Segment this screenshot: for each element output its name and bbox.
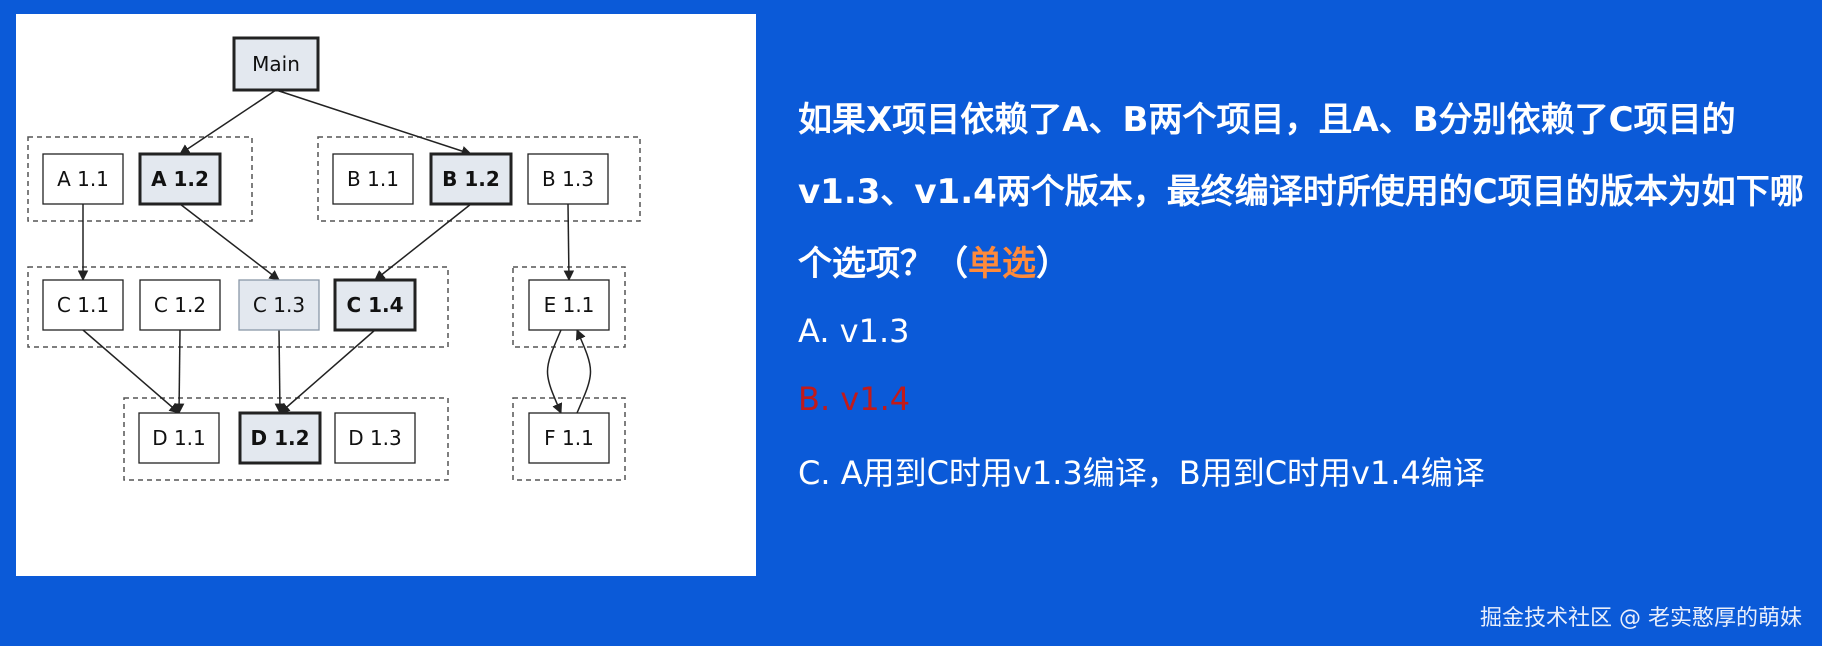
edge-main-a12 [179, 89, 277, 155]
node-c11-label: C 1.1 [57, 293, 109, 317]
node-a11-label: A 1.1 [57, 167, 109, 191]
node-c14-box [333, 278, 417, 332]
node-c13-label: C 1.3 [253, 293, 305, 317]
group-c-box [27, 266, 449, 348]
node-a11-box [42, 153, 124, 205]
node-b12-box [429, 152, 513, 206]
node-main-box [232, 36, 320, 92]
watermark: 掘金技术社区 @ 老实憨厚的萌妹 [1480, 606, 1802, 631]
edge-c12-d11 [173, 329, 185, 415]
node-d12-label: D 1.2 [251, 426, 310, 450]
node-c12-label: C 1.2 [154, 293, 206, 317]
group-f-box [512, 397, 626, 481]
group-a-box [27, 136, 253, 222]
question-text: 如果X项目依赖了A、B两个项目，且A、B分别依赖了C项目的v1.3、v1.4两个… [798, 84, 1808, 300]
node-d12-box [238, 411, 322, 465]
option-a[interactable]: A. v1.3 [798, 312, 910, 350]
option-c[interactable]: C. A用到C时用v1.3编译，B用到C时用v1.4编译 [798, 454, 1485, 492]
node-f11-box [528, 412, 610, 464]
edge-e11-f11 [546, 329, 563, 414]
node-c14-label: C 1.4 [346, 293, 403, 317]
question-type-label: 单选 [968, 244, 1036, 284]
node-d13-label: D 1.3 [348, 426, 402, 450]
node-c12-box [139, 279, 221, 331]
edge-f11-e11 [575, 329, 592, 414]
dependency-diagram: Main A 1.1 A 1.2 B 1.1 B 1.2 B 1.3 C 1.1 C 1.2 C… [16, 14, 756, 576]
node-d11-box [138, 412, 220, 464]
node-f11-label: F 1.1 [544, 426, 594, 450]
node-d11-label: D 1.1 [152, 426, 206, 450]
edge-main-b12 [275, 89, 472, 157]
edge-c11-d11 [82, 329, 180, 414]
question-body: 如果X项目依赖了A、B两个项目，且A、B分别依赖了C项目的v1.3、v1.4两个… [798, 100, 1804, 284]
edge-b13-e11 [563, 203, 575, 282]
node-b11-box [332, 153, 414, 205]
group-b-box [317, 136, 641, 222]
node-a12-label: A 1.2 [151, 167, 209, 191]
node-b13-label: B 1.3 [542, 167, 594, 191]
edge-c14-d12 [279, 329, 376, 414]
question-close-paren: ） [1036, 244, 1070, 284]
node-b11-label: B 1.1 [347, 167, 399, 191]
node-c11-box [42, 279, 124, 331]
node-b12-label: B 1.2 [442, 167, 500, 191]
edge-a12-c13 [179, 203, 280, 281]
group-d-box [123, 397, 449, 481]
node-d13-box [334, 412, 416, 464]
node-c13-box [238, 279, 320, 331]
node-e11-box [528, 279, 610, 331]
node-b13-box [527, 153, 609, 205]
edge-c13-d12 [274, 329, 286, 415]
node-main-label: Main [252, 52, 300, 76]
node-a12-box [138, 152, 222, 206]
node-e11-label: E 1.1 [544, 293, 595, 317]
dependency-graph-svg: Main A 1.1 A 1.2 B 1.1 B 1.2 B 1.3 C 1.1 C 1.2 C… [27, 36, 641, 481]
option-b-correct[interactable]: B. v1.4 [798, 380, 911, 418]
edge-b12-c14 [374, 203, 472, 281]
